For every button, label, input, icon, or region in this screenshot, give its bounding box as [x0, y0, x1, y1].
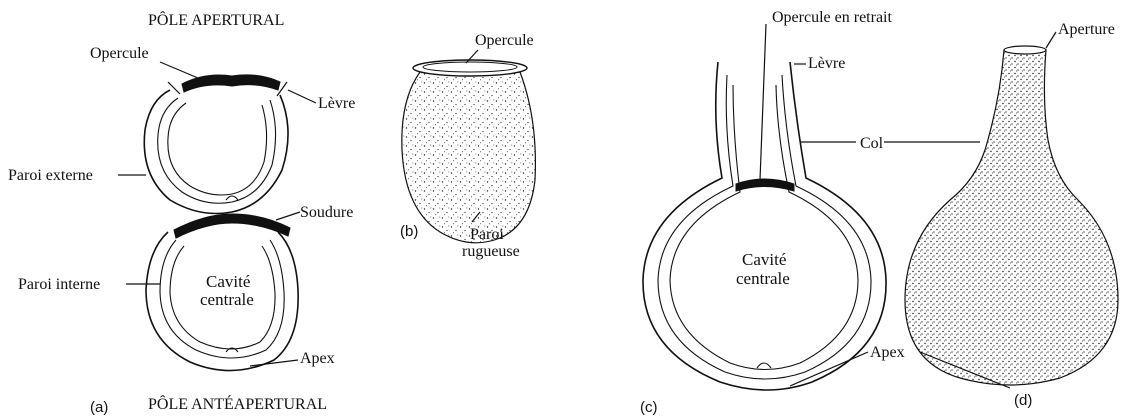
label-soudure: Soudure: [300, 204, 353, 221]
label-paroi-b-1: Paroi: [470, 226, 504, 243]
panel-letter-b: (b): [400, 223, 418, 240]
label-paroi-externe: Paroi externe: [8, 167, 93, 184]
label-cavite-c-1: Cavité: [742, 250, 786, 269]
label-col: Col: [860, 135, 884, 152]
upper-shell: [144, 75, 288, 214]
label-cavite-a-2: centrale: [200, 290, 254, 309]
panel-d: Aperture (d): [884, 21, 1118, 409]
label-paroi-interne: Paroi interne: [18, 276, 100, 293]
panel-a: PÔLE APERTURAL Opercule Lèvre Paroi exte…: [8, 10, 355, 416]
label-paroi-b-2: rugueuse: [462, 243, 520, 260]
pole-apertural-title: PÔLE APERTURAL: [148, 10, 284, 29]
panel-letter-c: (c): [640, 399, 658, 416]
test-d-body: [905, 50, 1118, 385]
label-aperture: Aperture: [1058, 21, 1115, 38]
label-opercule-a: Opercule: [90, 45, 149, 62]
junction-band: [174, 214, 290, 238]
panel-b: Opercule (b) Paroi rugueuse: [400, 32, 535, 260]
label-levre-a: Lèvre: [318, 95, 355, 112]
operculum-recessed: [736, 179, 794, 191]
pole-anteapertural-title: PÔLE ANTÉAPERTURAL: [148, 394, 327, 413]
label-apex-c: Apex: [870, 344, 905, 361]
panel-letter-a: (a): [90, 399, 108, 416]
label-cavite-c-2: centrale: [736, 269, 790, 288]
label-cavite-a-1: Cavité: [206, 272, 250, 291]
test-b-body: [402, 72, 536, 243]
label-opercule-b: Opercule: [475, 32, 534, 49]
label-levre-c: Lèvre: [808, 55, 845, 72]
panel-letter-d: (d): [1014, 392, 1032, 409]
aperture-rim: [1004, 46, 1046, 54]
operculum-b: [423, 62, 517, 72]
panel-c: Opercule en retrait Lèvre Col Cavité cen…: [640, 9, 905, 416]
label-apex-a: Apex: [300, 350, 335, 367]
label-opercule-retrait: Opercule en retrait: [772, 9, 892, 26]
